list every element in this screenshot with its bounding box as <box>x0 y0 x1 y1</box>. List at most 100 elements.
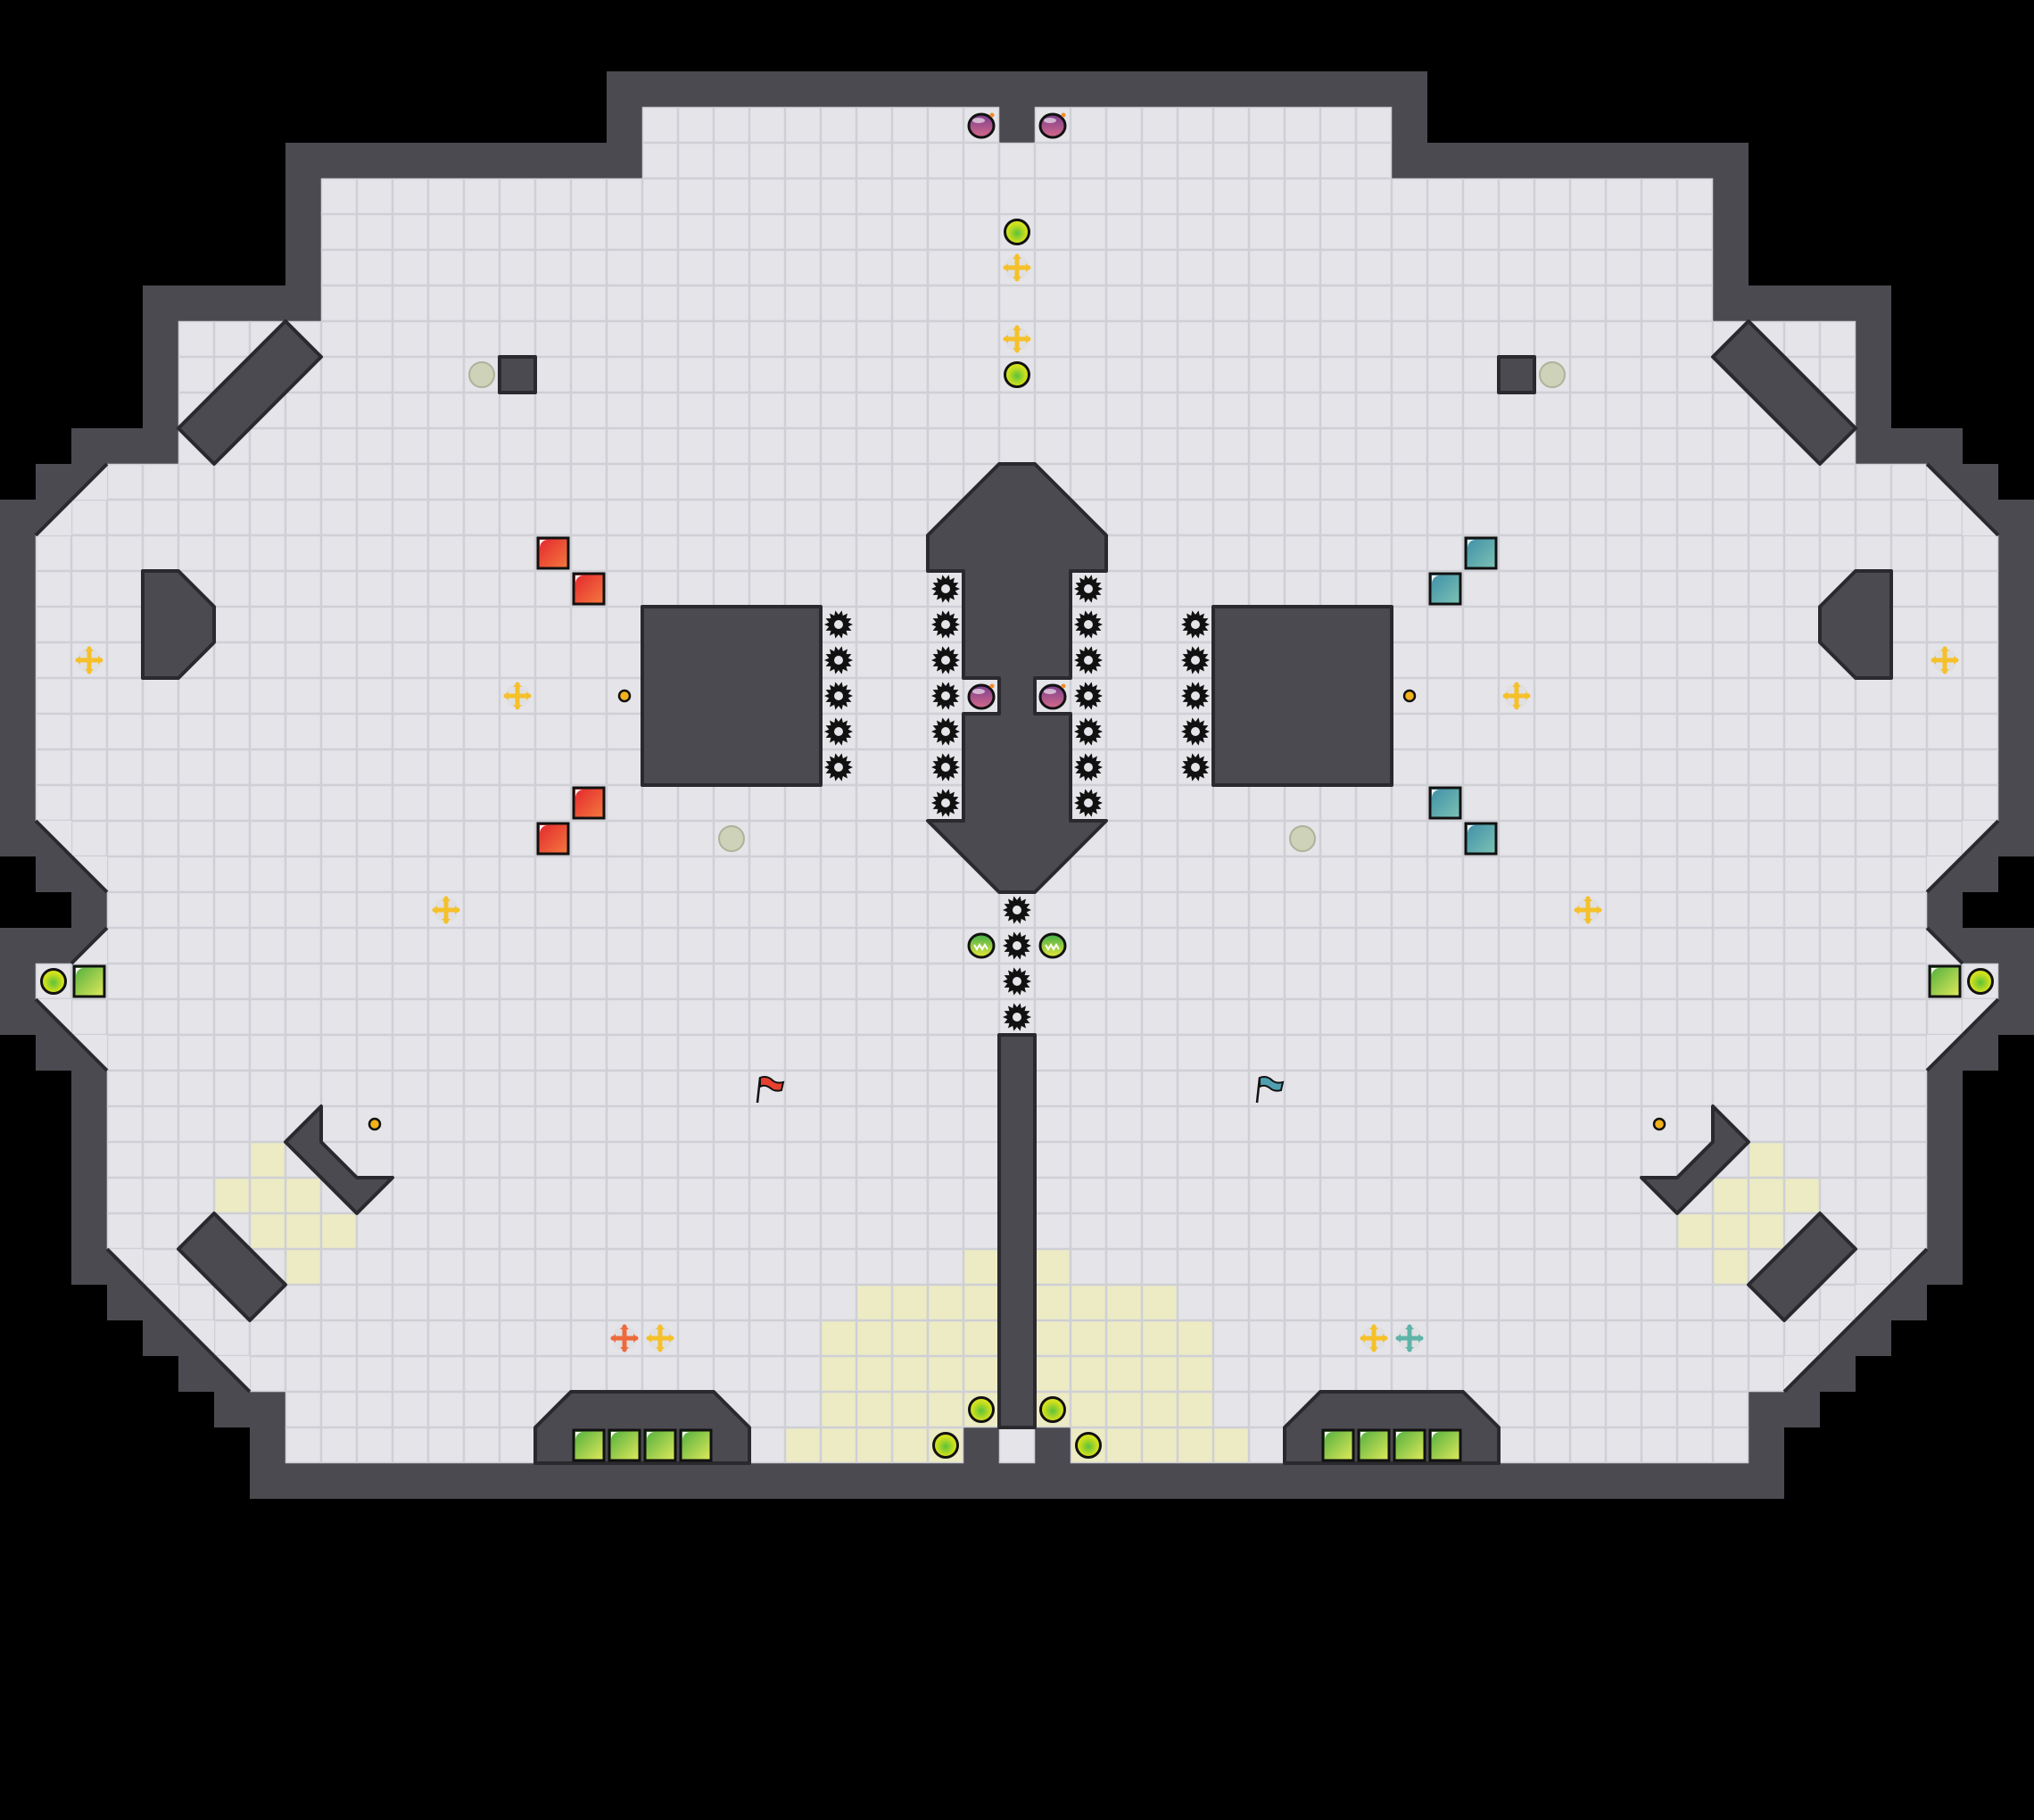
floor-tile <box>1462 1284 1500 1321</box>
floor-tile <box>856 713 893 750</box>
floor-tile <box>677 320 715 358</box>
floor-tile <box>1426 891 1464 929</box>
boost-arrows <box>610 1324 639 1353</box>
floor-tile <box>1212 998 1250 1036</box>
floor-tile <box>499 1391 536 1428</box>
floor-tile <box>392 820 429 857</box>
floor-tile <box>784 285 822 322</box>
floor-tile <box>1783 1141 1821 1179</box>
floor-tile <box>1391 178 1428 215</box>
floor-tile <box>748 534 786 572</box>
floor-tile <box>1498 998 1535 1036</box>
spike-hole <box>1084 620 1093 629</box>
floor-tile <box>1926 749 1964 786</box>
floor-tile <box>35 570 72 608</box>
yellow-tile <box>1034 1320 1071 1357</box>
floor-tile <box>1534 1141 1571 1179</box>
floor-tile <box>427 927 465 964</box>
floor-tile <box>427 320 465 358</box>
wall-edge <box>1782 1354 1822 1394</box>
floor-tile <box>1569 1177 1607 1214</box>
floor-tile <box>1569 570 1607 608</box>
floor-tile <box>570 392 608 429</box>
boost-arrowhead <box>1503 691 1508 700</box>
block-shine <box>1432 1432 1440 1440</box>
floor-tile <box>285 570 322 608</box>
wall-tile <box>963 1463 999 1499</box>
wall-tile <box>1035 71 1071 107</box>
floor-tile <box>1319 891 1357 929</box>
floor-tile <box>1105 178 1143 215</box>
wall-tile <box>1749 1427 1784 1463</box>
floor-tile <box>641 784 679 822</box>
floor-tile <box>1426 677 1464 715</box>
floor-tile <box>1855 749 1892 786</box>
floor-tile <box>1177 856 1214 893</box>
yellow-tile <box>856 1355 893 1393</box>
spike-icon <box>931 717 960 746</box>
blue-team-block-icon <box>1464 536 1498 570</box>
floor-tile <box>356 463 393 500</box>
floor-tile <box>713 570 750 608</box>
wall-tile <box>357 143 393 178</box>
floor-tile <box>1498 891 1535 929</box>
floor-tile <box>1319 285 1357 322</box>
floor-tile <box>1248 213 1286 251</box>
wall-tile <box>1570 143 1606 178</box>
spike-icon <box>1003 896 1031 924</box>
floor-tile <box>891 713 929 750</box>
floor-tile <box>213 463 251 500</box>
floor-tile <box>606 1034 643 1071</box>
floor-tile <box>1177 285 1214 322</box>
floor-tile <box>1284 784 1321 822</box>
yellow-tile <box>891 1427 929 1464</box>
floor-tile <box>606 713 643 750</box>
floor-tile <box>677 963 715 1000</box>
spike-hole <box>1013 977 1021 986</box>
wall-tile <box>71 1213 107 1249</box>
floor-tile <box>1605 499 1642 536</box>
floor-tile <box>106 963 144 1000</box>
wall-edge <box>212 1354 252 1394</box>
floor-tile <box>784 1034 822 1071</box>
yellow-tile <box>1034 1355 1071 1393</box>
bomb-icon <box>967 112 996 139</box>
floor-tile <box>356 1320 393 1357</box>
floor-tile <box>1569 1105 1607 1143</box>
block-body <box>1393 1428 1426 1462</box>
block-shine <box>1325 1432 1333 1440</box>
floor-tile <box>1890 1177 1928 1214</box>
floor-tile <box>356 784 393 822</box>
floor-tile <box>1177 463 1214 500</box>
floor-tile <box>1177 963 1214 1000</box>
floor-tile <box>1462 784 1500 822</box>
wall-tile <box>1071 1463 1106 1499</box>
floor-tile <box>820 1105 857 1143</box>
wall-tile <box>642 71 678 107</box>
floor-tile <box>784 142 822 179</box>
wall-tile <box>71 1178 107 1213</box>
floor-tile <box>1177 1212 1214 1250</box>
floor-tile <box>677 178 715 215</box>
floor-tile <box>820 499 857 536</box>
yellow-tile <box>320 1212 358 1250</box>
floor-tile <box>856 249 893 286</box>
yellow-tile <box>1676 1212 1714 1250</box>
floor-tile <box>891 963 929 1000</box>
floor-tile <box>499 1105 536 1143</box>
floor-tile <box>1141 784 1178 822</box>
floor-tile <box>856 534 893 572</box>
wall-tile <box>1998 678 2034 714</box>
yellow-tile <box>891 1320 929 1357</box>
wall-edge <box>1925 926 1964 965</box>
floor-tile <box>606 641 643 679</box>
floor-tile <box>534 1284 572 1321</box>
wall-tile <box>714 71 749 107</box>
floor-tile <box>1748 820 1785 857</box>
floor-tile <box>320 1355 358 1393</box>
floor-tile <box>748 1320 786 1357</box>
floor-tile <box>1284 213 1321 251</box>
wall-tile <box>1392 143 1427 178</box>
floor-tile <box>1783 1034 1821 1071</box>
floor-tile <box>1783 570 1821 608</box>
